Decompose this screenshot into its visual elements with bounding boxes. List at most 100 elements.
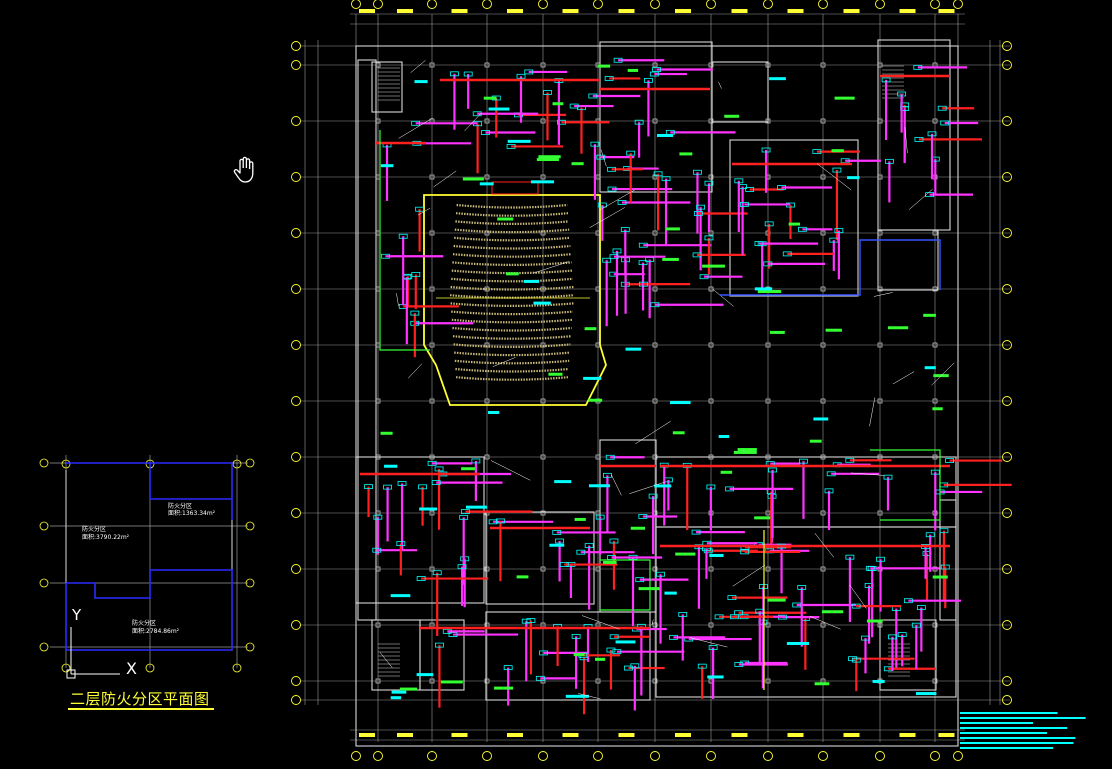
diffuser <box>590 141 600 147</box>
diffuser <box>865 565 875 571</box>
leader-line <box>410 60 426 73</box>
key-bubble <box>39 458 49 468</box>
column <box>932 230 938 236</box>
tag-label <box>565 694 589 698</box>
diffuser <box>503 665 513 671</box>
stage-marker <box>491 181 539 195</box>
leader-line <box>396 293 399 307</box>
tag-label <box>588 398 603 402</box>
column <box>429 398 435 404</box>
tag-label <box>573 653 585 657</box>
leader-line <box>718 81 722 89</box>
tag-label <box>597 64 611 68</box>
diffuser <box>638 242 648 248</box>
axis-bubble <box>953 751 963 761</box>
column <box>652 398 658 404</box>
column <box>375 62 381 68</box>
axis-bubble <box>1002 228 1012 238</box>
diffuser <box>911 622 921 628</box>
key-bubble <box>145 663 155 673</box>
diffuser <box>897 91 907 97</box>
diffuser <box>826 471 836 477</box>
seat-row <box>454 359 570 365</box>
column <box>877 398 883 404</box>
diffuser <box>584 543 594 549</box>
diffuser <box>571 633 581 639</box>
wall-outline <box>729 139 859 297</box>
tag-label <box>462 177 484 181</box>
leader-line <box>600 149 607 167</box>
column <box>932 622 938 628</box>
tag-label <box>574 517 586 521</box>
diffuser <box>883 474 893 480</box>
wall-outline <box>711 61 769 123</box>
dimension-text <box>451 9 468 13</box>
seat-row <box>454 351 570 357</box>
column <box>484 174 490 180</box>
column <box>484 118 490 124</box>
diffuser <box>416 576 426 581</box>
key-bubble <box>245 521 255 531</box>
tag-label <box>538 155 561 159</box>
column <box>429 62 435 68</box>
tag-label <box>733 450 757 454</box>
diffuser <box>925 192 935 198</box>
axis-bubble <box>291 228 301 238</box>
seat-row <box>452 326 572 332</box>
diffuser <box>595 514 605 520</box>
tag-label <box>825 328 842 332</box>
axis-bubble <box>1002 396 1012 406</box>
diffuser <box>927 131 937 137</box>
column <box>375 454 381 460</box>
tag-label <box>414 80 428 84</box>
seat-row <box>451 318 573 324</box>
axis-bubble <box>291 620 301 630</box>
tag-label <box>834 96 855 100</box>
column <box>429 454 435 460</box>
diffuser <box>638 260 648 266</box>
tag-label <box>672 431 685 435</box>
tag-label <box>831 149 844 153</box>
seat-row <box>455 212 569 217</box>
dimension-text <box>397 733 413 737</box>
diffuser <box>596 154 606 160</box>
tag-label <box>531 180 555 184</box>
auditorium-seating <box>423 181 607 406</box>
key-bubble <box>39 642 49 652</box>
diffuser <box>471 458 481 464</box>
axis-bubble <box>291 396 301 406</box>
tag-label <box>737 448 757 452</box>
diffuser <box>607 186 617 192</box>
diffuser <box>692 252 702 258</box>
tag-label <box>809 439 822 443</box>
diffuser <box>605 454 615 460</box>
column <box>708 454 714 460</box>
diffuser <box>630 663 640 669</box>
leader-line <box>578 693 601 700</box>
diffuser <box>552 530 562 535</box>
diffuser <box>939 528 949 534</box>
diffuser <box>758 584 768 589</box>
tag-label <box>887 326 909 330</box>
pipe-run <box>720 239 941 296</box>
tag-label <box>675 552 696 556</box>
tag-label <box>399 687 418 691</box>
tag-label <box>872 679 885 683</box>
axis-bubble <box>1002 676 1012 686</box>
diffuser <box>834 228 844 234</box>
diffuser <box>940 120 950 126</box>
diffuser <box>669 634 678 640</box>
seat-row <box>451 277 573 283</box>
ucs-y-label: Y <box>72 606 82 624</box>
leader-line <box>581 615 620 630</box>
diffuser <box>745 187 755 192</box>
diffuser <box>945 458 954 463</box>
dimension-text <box>787 733 804 737</box>
diffuser <box>653 171 663 177</box>
column <box>708 174 714 180</box>
ucs-x-label: X <box>126 659 137 678</box>
column <box>932 286 938 292</box>
diffuser <box>832 167 842 173</box>
tag-label <box>390 594 411 598</box>
